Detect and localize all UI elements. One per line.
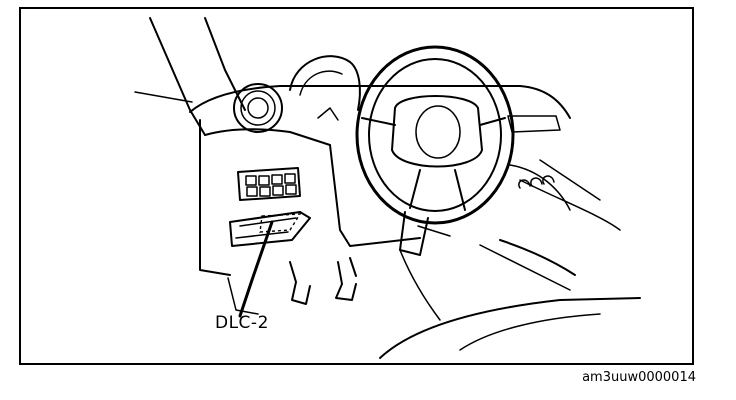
figure-id-label: am3uuw0000014 <box>582 370 696 385</box>
illustration-frame <box>19 7 694 365</box>
instrument-cluster <box>289 55 361 121</box>
right-vent <box>518 175 555 189</box>
dlc2-leader-line <box>238 220 274 318</box>
dlc2-callout-label: DLC-2 <box>215 313 269 333</box>
dashboard-outline <box>189 85 576 291</box>
dlc2-connector <box>229 211 311 247</box>
steering-column <box>399 211 451 256</box>
steering-wheel <box>355 45 515 225</box>
floor-lines <box>379 159 641 359</box>
switch-panel <box>237 167 301 201</box>
a-pillar <box>134 17 246 136</box>
round-air-vent <box>233 83 283 133</box>
pedals <box>227 257 357 315</box>
